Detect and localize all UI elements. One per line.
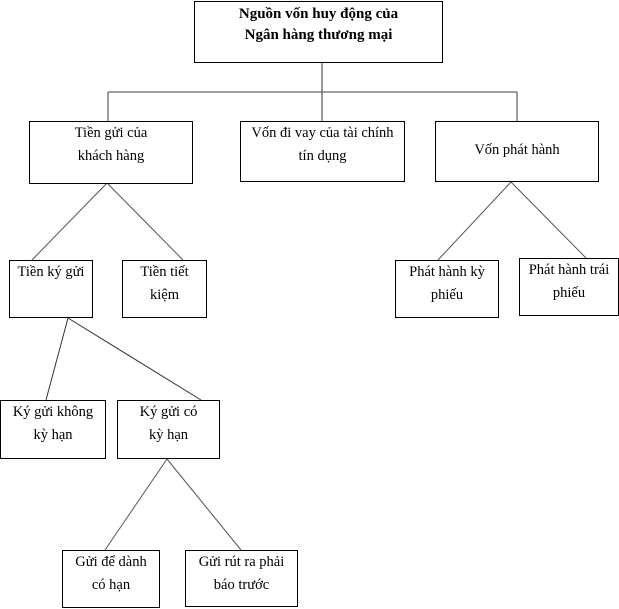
node-label-line2: tín dụng <box>298 148 347 164</box>
root-node: Nguồn vốn huy động của Ngân hàng thương … <box>194 1 443 63</box>
node-ky-gui-co-ky-han: Ký gửi có kỳ hạn <box>117 400 220 459</box>
node-label-line2: khách hàng <box>77 148 145 164</box>
node-label-line2: phiếu <box>430 287 464 303</box>
connector-tien-gui-to-tien-ky-gui <box>31 182 108 261</box>
node-label-line1: Phát hành kỳ <box>409 264 485 280</box>
node-von-phat-hanh: Vốn phát hành <box>435 121 599 182</box>
node-gui-de-danh-co-han: Gửi để dành có hạn <box>62 550 160 608</box>
node-label-line1: Ký gửi không <box>12 404 94 420</box>
node-label-line1: Ký gửi có <box>139 404 198 420</box>
node-tien-ky-gui: Tiền ký gửi <box>9 260 93 318</box>
node-label-line2: báo trước <box>213 577 270 593</box>
node-von-di-vay: Vốn đi vay của tài chính tín dụng <box>240 121 405 182</box>
node-label-line1: Phát hành trái <box>528 262 610 278</box>
node-tien-tiet-kiem: Tiền tiết kiệm <box>122 260 207 318</box>
node-label-line2: kiệm <box>150 287 179 303</box>
node-label-line2: kỳ hạn <box>33 427 73 443</box>
node-label-line1: Tiền gửi của <box>74 125 148 141</box>
node-label-line1: Vốn đi vay của tài chính <box>251 125 394 141</box>
node-ky-gui-khong-ky-han: Ký gửi không kỳ hạn <box>0 400 106 459</box>
node-label-line2: phiếu <box>552 285 586 301</box>
node-phat-hanh-trai-phieu: Phát hành trái phiếu <box>519 258 619 316</box>
node-gui-rut-ra-phai-bao-truoc: Gửi rút ra phải báo trước <box>185 550 298 607</box>
node-label-line2: kỳ hạn <box>148 427 189 443</box>
root-node-line1: Nguồn vốn huy động của <box>238 6 399 22</box>
node-label-line1: Gửi để dành <box>75 554 147 570</box>
connector-tien-ky-gui-to-co-ky-han <box>67 317 202 401</box>
connector-co-ky-han-to-rut-ra <box>166 458 242 551</box>
node-label-line1: Tiền tiết <box>140 264 189 280</box>
connector-von-phat-hanh-to-trai-phieu <box>510 181 588 260</box>
node-tien-gui-khach-hang: Tiền gửi của khách hàng <box>29 121 193 184</box>
node-label-line1: Tiền ký gửi <box>17 264 85 280</box>
root-node-line2: Ngân hàng thương mại <box>244 27 393 43</box>
connector-co-ky-han-to-de-danh <box>104 458 168 551</box>
node-label-line1: Gửi rút ra phải <box>198 554 285 570</box>
node-label-line1: Vốn phát hành <box>474 142 560 158</box>
node-label-line2: có hạn <box>91 577 131 593</box>
connector-tien-gui-to-tien-tiet-kiem <box>106 182 184 261</box>
connector-von-phat-hanh-to-ky-phieu <box>437 181 512 261</box>
node-phat-hanh-ky-phieu: Phát hành kỳ phiếu <box>395 260 499 318</box>
connector-tien-ky-gui-to-khong-ky-han <box>45 317 69 401</box>
